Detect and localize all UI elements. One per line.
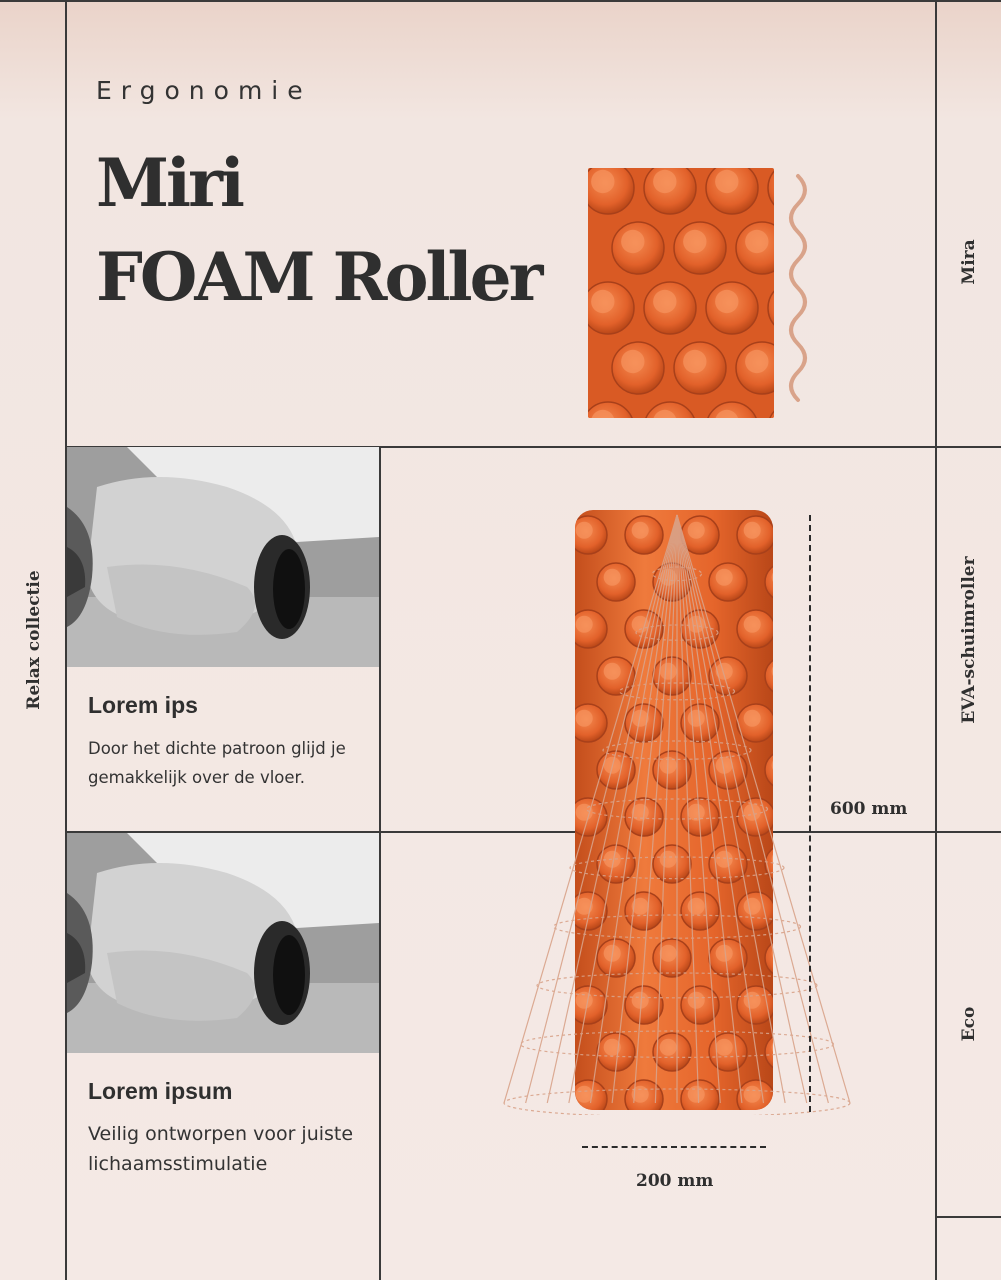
grid-line-right: [935, 0, 937, 1280]
width-dimension-line: [582, 1146, 766, 1148]
massage-photo-2: [67, 833, 379, 1053]
side-label-eco: Eco: [959, 1006, 979, 1042]
side-label-mira: Mira: [959, 239, 979, 285]
grid-line-left: [65, 0, 67, 1280]
card-1-title: Lorem ips: [88, 692, 198, 718]
card-2-text: Veilig ontworpen voor juiste lichaamssti…: [88, 1123, 354, 1175]
side-label-left: Relax collectie: [24, 570, 44, 710]
width-dimension-label: 200 mm: [636, 1171, 714, 1191]
foam-roller-image: [503, 510, 851, 1115]
grid-line-middle: [65, 831, 1001, 833]
side-label-eva: EVA-schuimroller: [959, 556, 979, 724]
card-1-text: Door het dichte patroon glijd je gemakke…: [88, 739, 346, 787]
grid-line-header-bottom: [65, 446, 1001, 448]
foam-texture-image: [588, 168, 807, 418]
page-title: Miri FOAM Roller: [96, 136, 543, 324]
title-line-1: Miri: [96, 144, 245, 222]
grid-line-cards: [379, 447, 381, 831]
height-dimension-label: 600 mm: [830, 799, 908, 819]
height-dimension-line: [809, 515, 811, 1112]
title-line-2: FOAM Roller: [96, 238, 543, 316]
eyebrow-label: Ergonomie: [96, 76, 312, 105]
card-2-title: Lorem ipsum: [88, 1078, 233, 1104]
massage-photo-1: [67, 447, 379, 667]
grid-line-bottom-right: [935, 1216, 1001, 1218]
grid-line-top: [0, 0, 1001, 2]
card-border-right: [379, 831, 381, 1280]
